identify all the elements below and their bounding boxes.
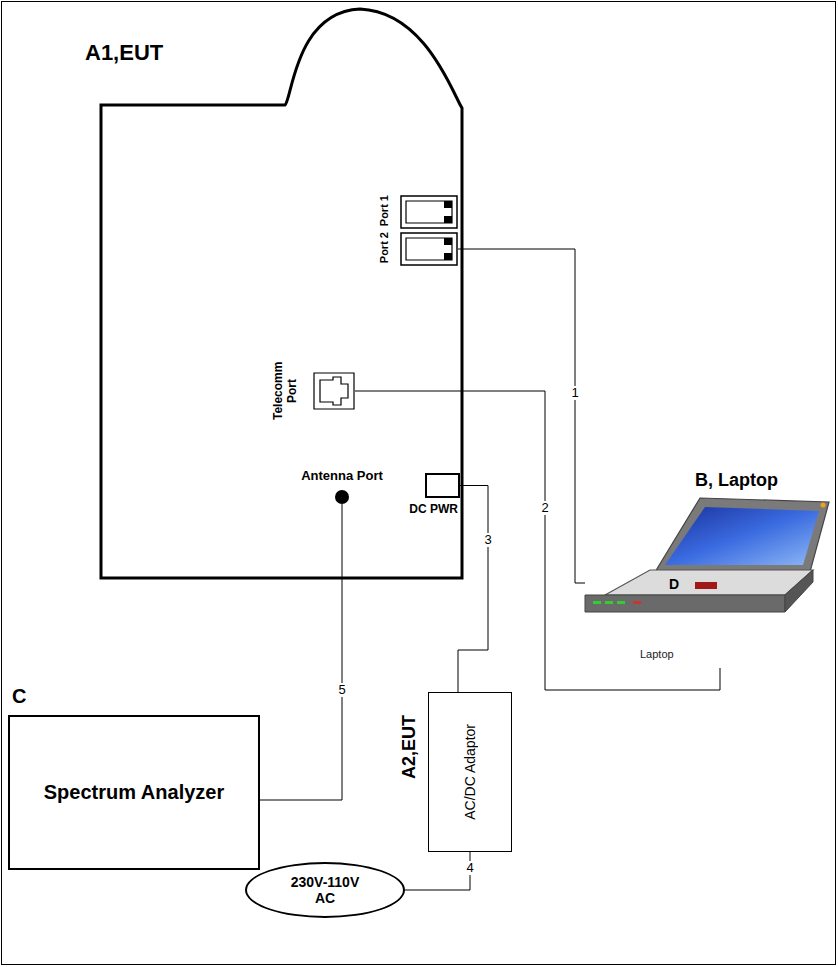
cable-number: 3	[482, 533, 493, 547]
port-label: Port 2	[378, 232, 390, 263]
laptop-outline	[585, 470, 831, 668]
eut-housing: A1,EUTPort 1Port 2Telecomm PortAntenna P…	[80, 0, 470, 582]
cable-line	[405, 852, 470, 890]
ac-dc-adaptor-box: A2,EUTAC/DC Adaptor	[428, 692, 512, 852]
port-label: Telecomm Port	[271, 358, 299, 424]
cable-line	[355, 391, 720, 690]
device-name: AC/DC Adaptor	[462, 724, 478, 820]
device-heading: C	[12, 685, 26, 708]
lan-port-jack-outline	[400, 195, 458, 229]
port-label: Port 1	[378, 195, 390, 226]
telecomm-port-jack-outline	[313, 372, 355, 410]
laptop: B, LaptopD Laptop	[585, 470, 831, 668]
device-name: Spectrum Analyzer	[44, 781, 224, 804]
device-heading: B, Laptop	[695, 470, 778, 491]
dc-power-socket: DC PWR	[425, 473, 460, 498]
eut-housing-outline	[80, 0, 470, 582]
spectrum-analyzer-box: CSpectrum Analyzer	[8, 715, 260, 870]
callout-letter: D	[669, 576, 679, 592]
telecomm-port-jack: Telecomm Port	[313, 372, 355, 410]
lan-port-jack: Port 2	[400, 232, 458, 266]
device-caption: Laptop	[640, 648, 674, 660]
device-heading: A2,EUT	[399, 715, 420, 779]
port-label: DC PWR	[409, 502, 458, 516]
supply-label: 230V-110V AC	[283, 874, 367, 906]
cable-line	[260, 504, 342, 800]
cable-number: 4	[464, 861, 475, 875]
cable-line	[458, 249, 585, 583]
lan-port-jack-outline	[400, 232, 458, 266]
port-label: Antenna Port	[290, 468, 394, 483]
mains-supply-ellipse: 230V-110V AC	[245, 862, 405, 918]
cable-number: 1	[569, 386, 580, 400]
cable-number: 5	[336, 683, 347, 697]
eut-heading: A1,EUT	[85, 40, 163, 66]
lan-port-jack: Port 1	[400, 195, 458, 229]
cable-number: 2	[539, 501, 550, 515]
antenna-port-dot: Antenna Port	[335, 490, 349, 504]
